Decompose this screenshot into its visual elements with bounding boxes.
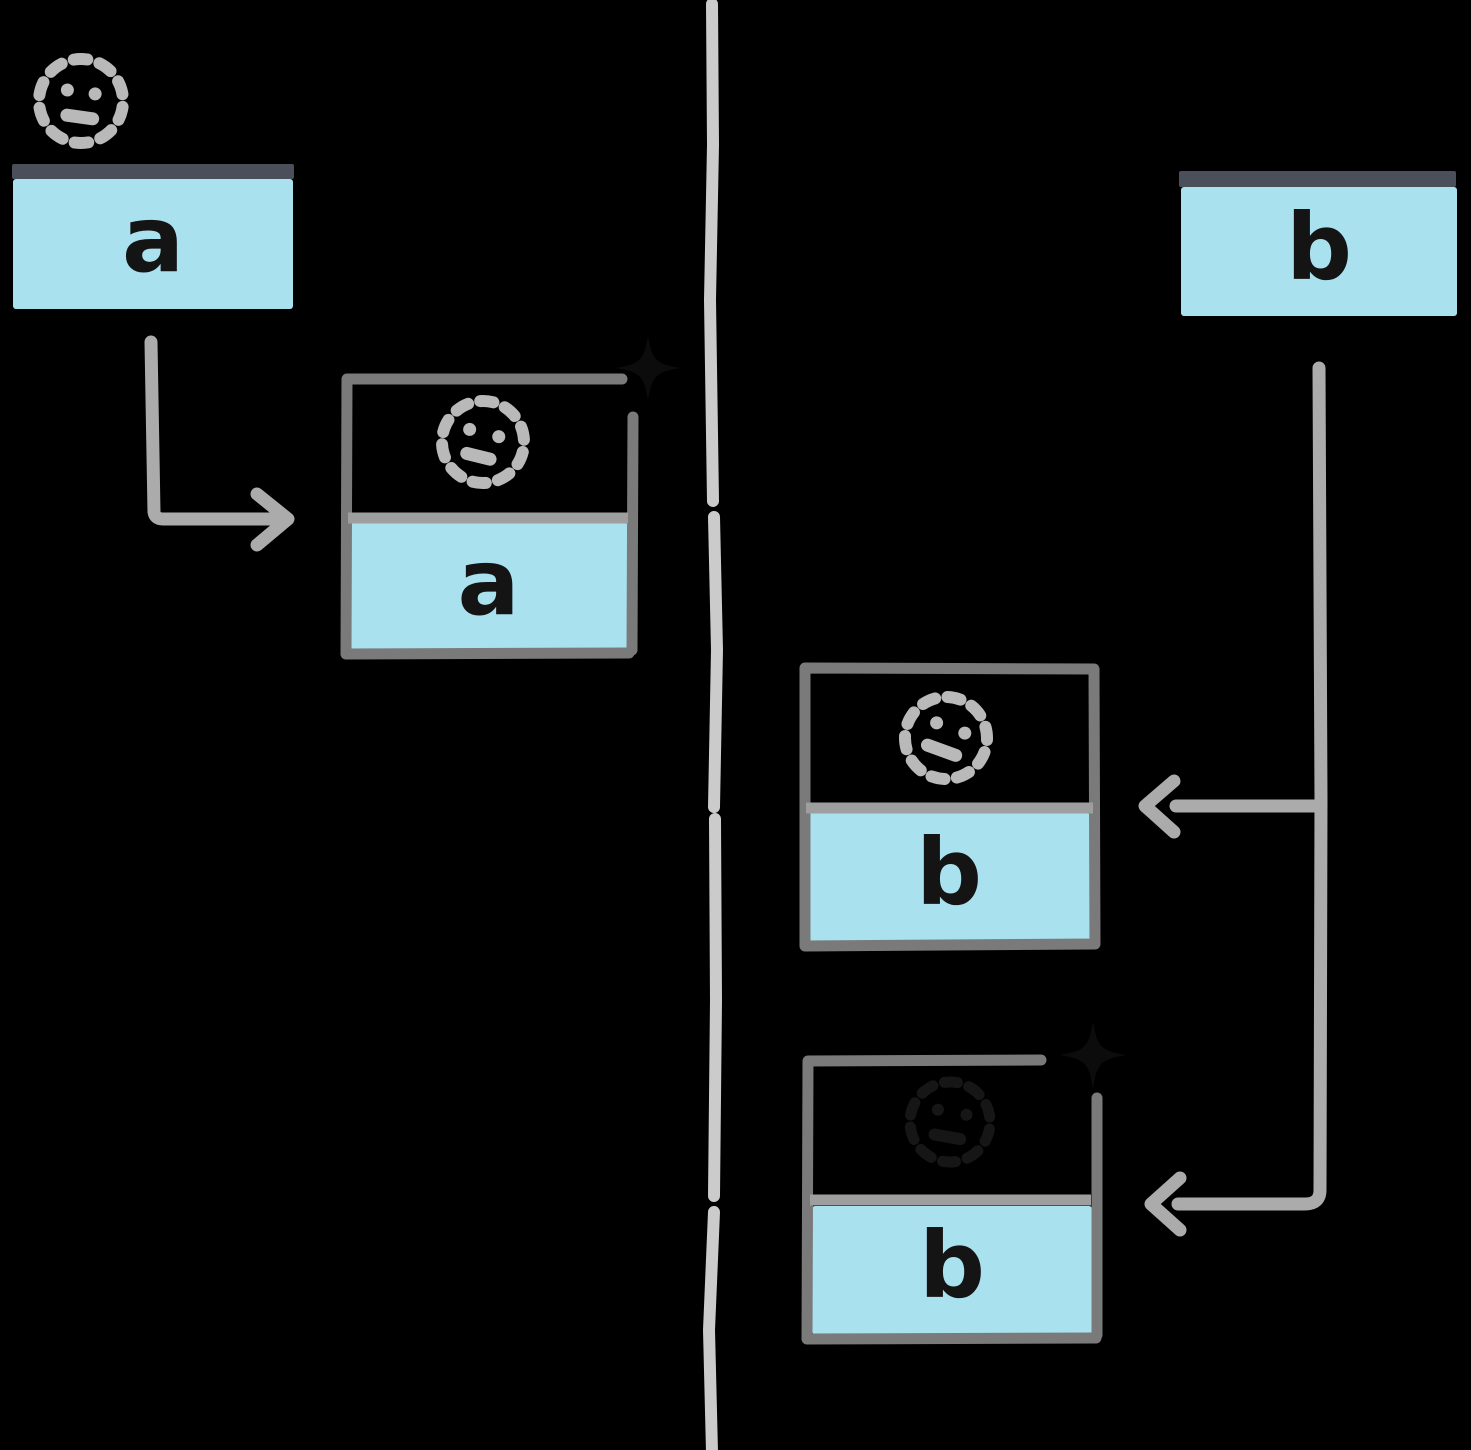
value-label-a-derived: a bbox=[457, 529, 520, 636]
header-bar-a-source bbox=[12, 164, 294, 179]
value-label-a-source: a bbox=[121, 186, 185, 293]
elbow-arrow-a bbox=[144, 335, 295, 552]
pending-face-icon bbox=[436, 395, 530, 489]
value-box-b-source: b bbox=[1181, 187, 1457, 316]
timeline-line bbox=[702, 0, 724, 1450]
connector-b bbox=[1138, 361, 1328, 1237]
value-box-b-derived-1: b bbox=[808, 813, 1090, 941]
value-box-a-derived: a bbox=[349, 523, 628, 651]
timeline-segment bbox=[708, 813, 723, 1202]
header-bar-b-source bbox=[1179, 171, 1456, 187]
value-label-b-source: b bbox=[1286, 193, 1352, 301]
dark-face-icon bbox=[904, 1076, 996, 1168]
timeline-segment bbox=[702, 1206, 720, 1450]
arrowhead-left-icon bbox=[1144, 1171, 1187, 1237]
value-box-a-source: a bbox=[13, 179, 293, 309]
pending-face-icon bbox=[899, 691, 993, 785]
arrowhead-left-icon bbox=[1138, 774, 1181, 839]
sparkle-icon bbox=[616, 336, 680, 400]
timeline-segment bbox=[708, 511, 724, 813]
pending-face-icon bbox=[33, 53, 129, 149]
arrowhead-right-icon bbox=[250, 487, 295, 552]
value-label-b-derived-1: b bbox=[916, 819, 982, 926]
timeline-segment bbox=[703, 0, 720, 507]
value-label-b-derived-2: b bbox=[919, 1212, 985, 1319]
value-box-b-derived-2: b bbox=[812, 1206, 1092, 1334]
sparkle-icon bbox=[1059, 1021, 1127, 1089]
